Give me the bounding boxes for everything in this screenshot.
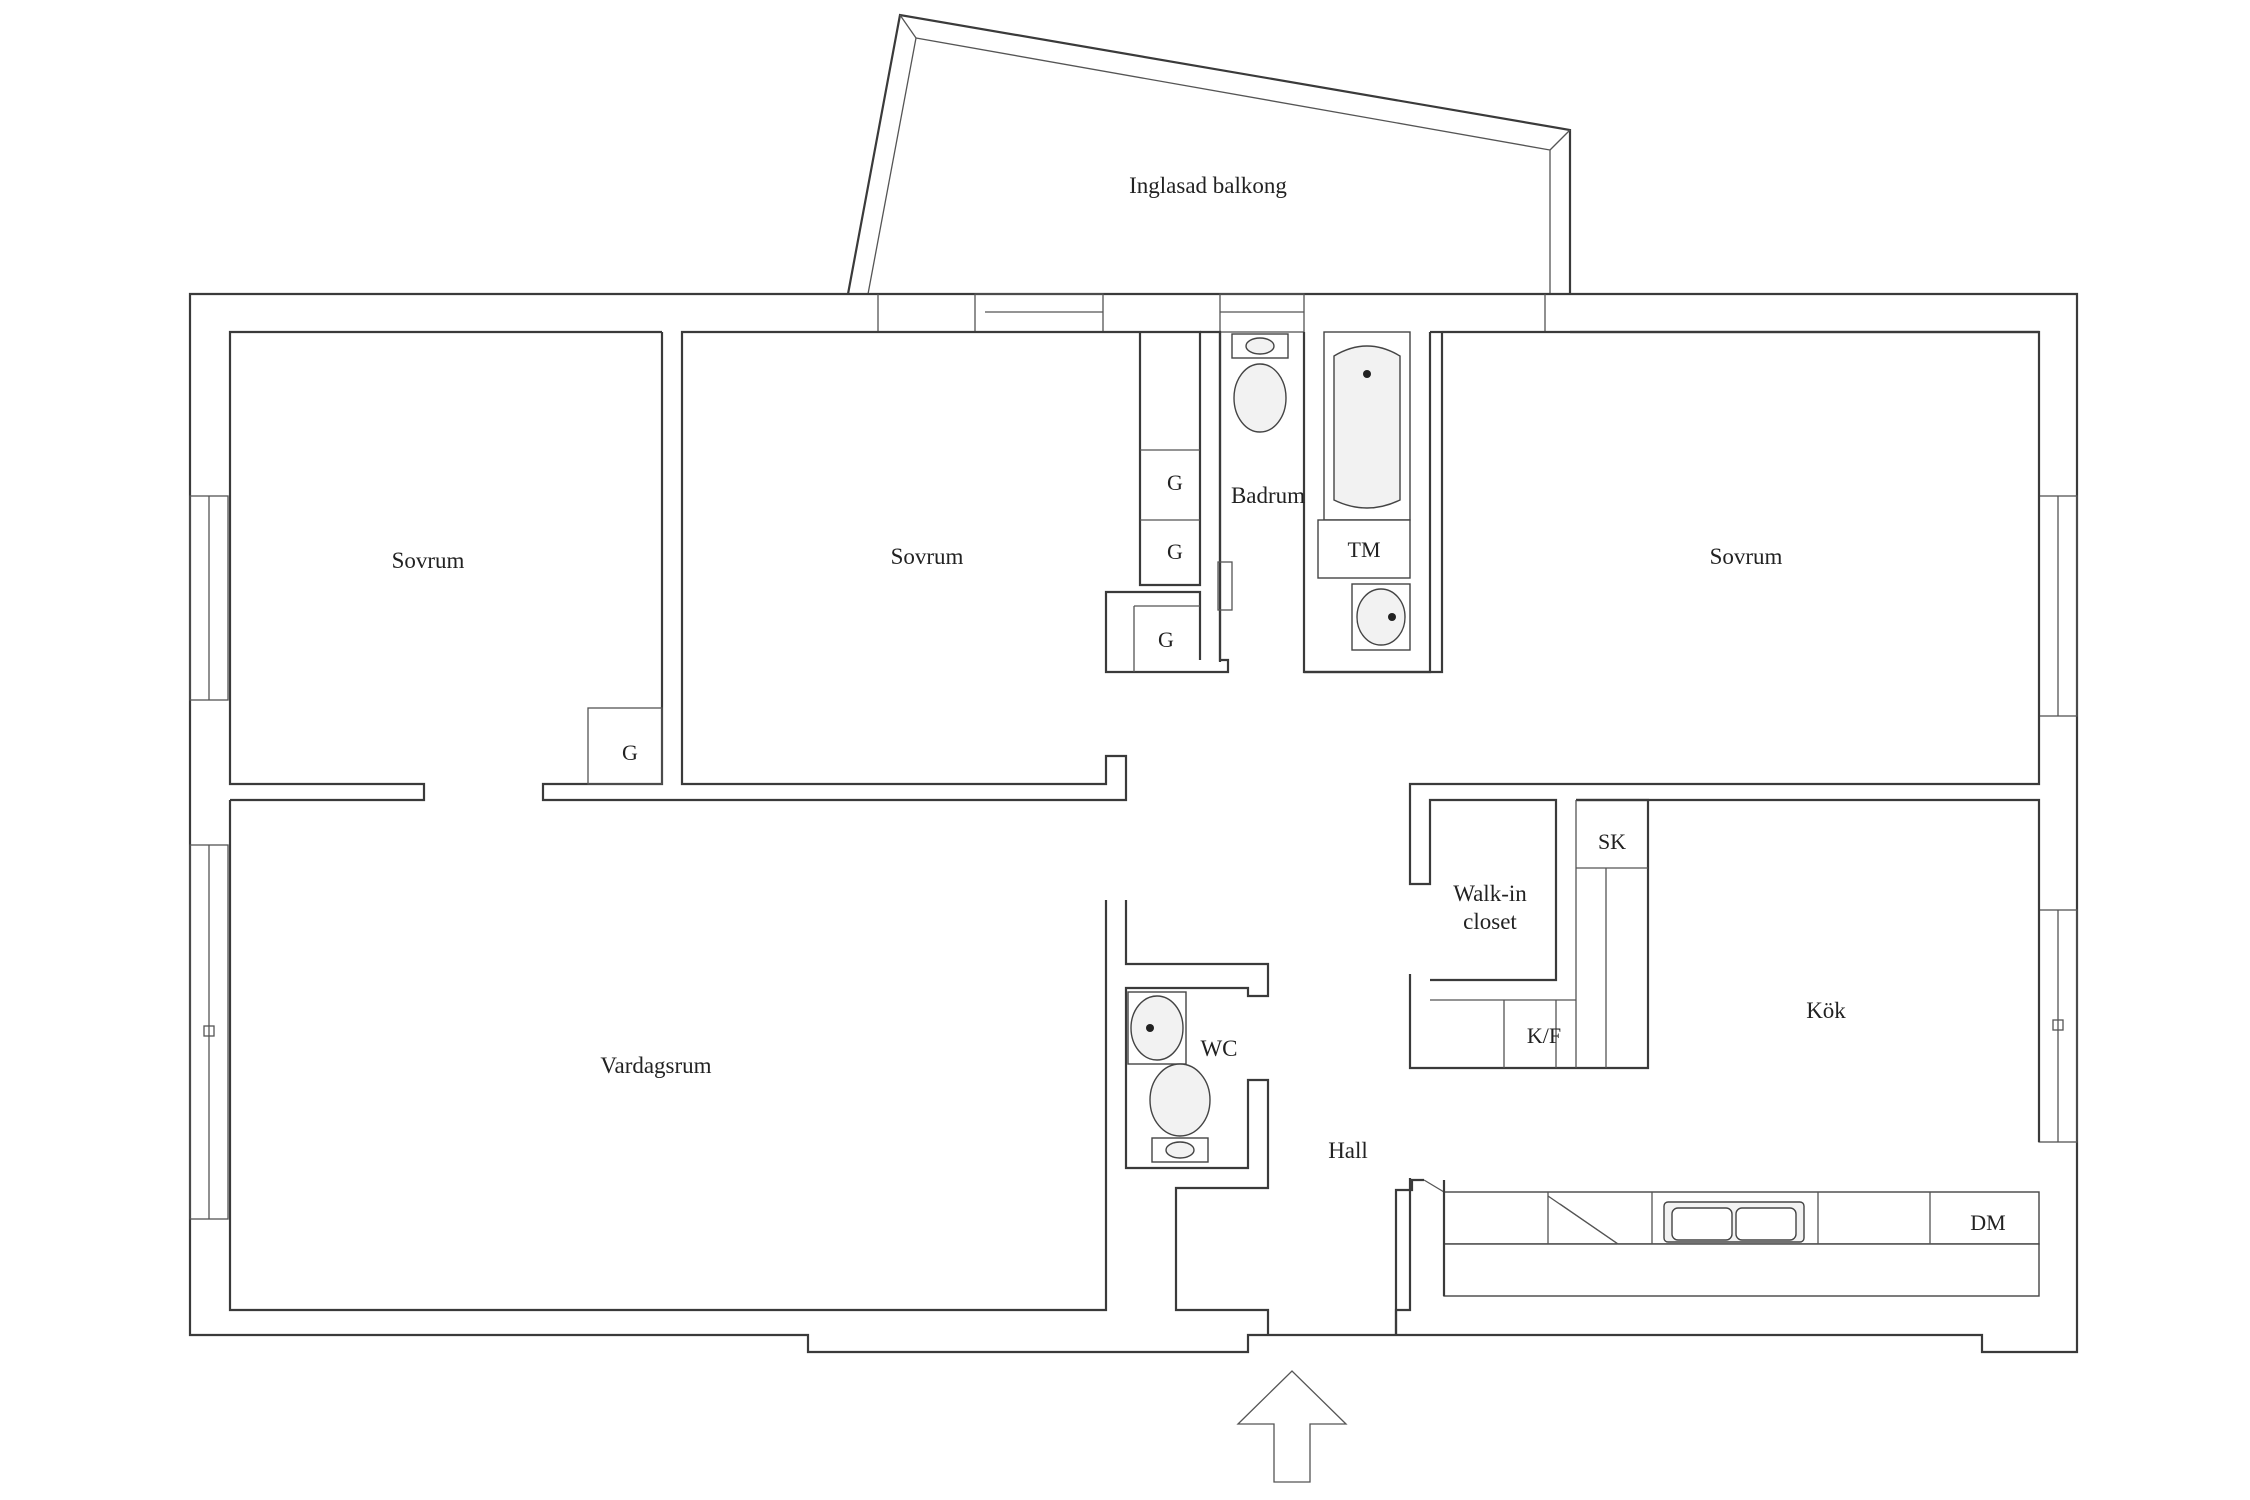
wardrobe-label: G [1167,470,1183,495]
cleaning-cabinet-label: SK [1598,829,1626,854]
wc-toilet [1149,1063,1211,1163]
interior-walls [228,330,2041,1335]
dishwasher-label: DM [1970,1210,2005,1235]
windows [189,293,2078,1220]
room-label-bedroom-middle: Sovrum [891,544,964,569]
wardrobe-label: G [1167,539,1183,564]
bathroom-sink [1351,583,1411,651]
bathtub [1323,331,1411,521]
exterior-walls [188,292,2079,1354]
room-label-walkin-line1: Walk-in [1453,881,1527,906]
fridge-freezer-label: K/F [1527,1023,1561,1048]
wc-sink [1127,991,1187,1065]
room-label-kitchen: Kök [1806,998,1846,1023]
room-label-wc: WC [1200,1036,1237,1061]
bathroom-toilet [1231,333,1289,433]
room-label-hall: Hall [1328,1138,1368,1163]
washing-machine: TM [1317,519,1411,579]
wardrobe-label: G [622,740,638,765]
tm-label: TM [1348,537,1381,562]
room-label-bedroom-left: Sovrum [392,548,465,573]
room-label-walkin-line2: closet [1463,909,1517,934]
wardrobe-label: G [1158,627,1174,652]
room-label-bedroom-right: Sovrum [1710,544,1783,569]
entrance-arrow-icon [1236,1370,1348,1483]
balcony-outline [846,13,1572,295]
room-label-living-room: Vardagsrum [600,1053,711,1078]
room-label-balcony: Inglasad balkong [1129,173,1287,198]
room-label-bathroom: Badrum [1231,483,1305,508]
